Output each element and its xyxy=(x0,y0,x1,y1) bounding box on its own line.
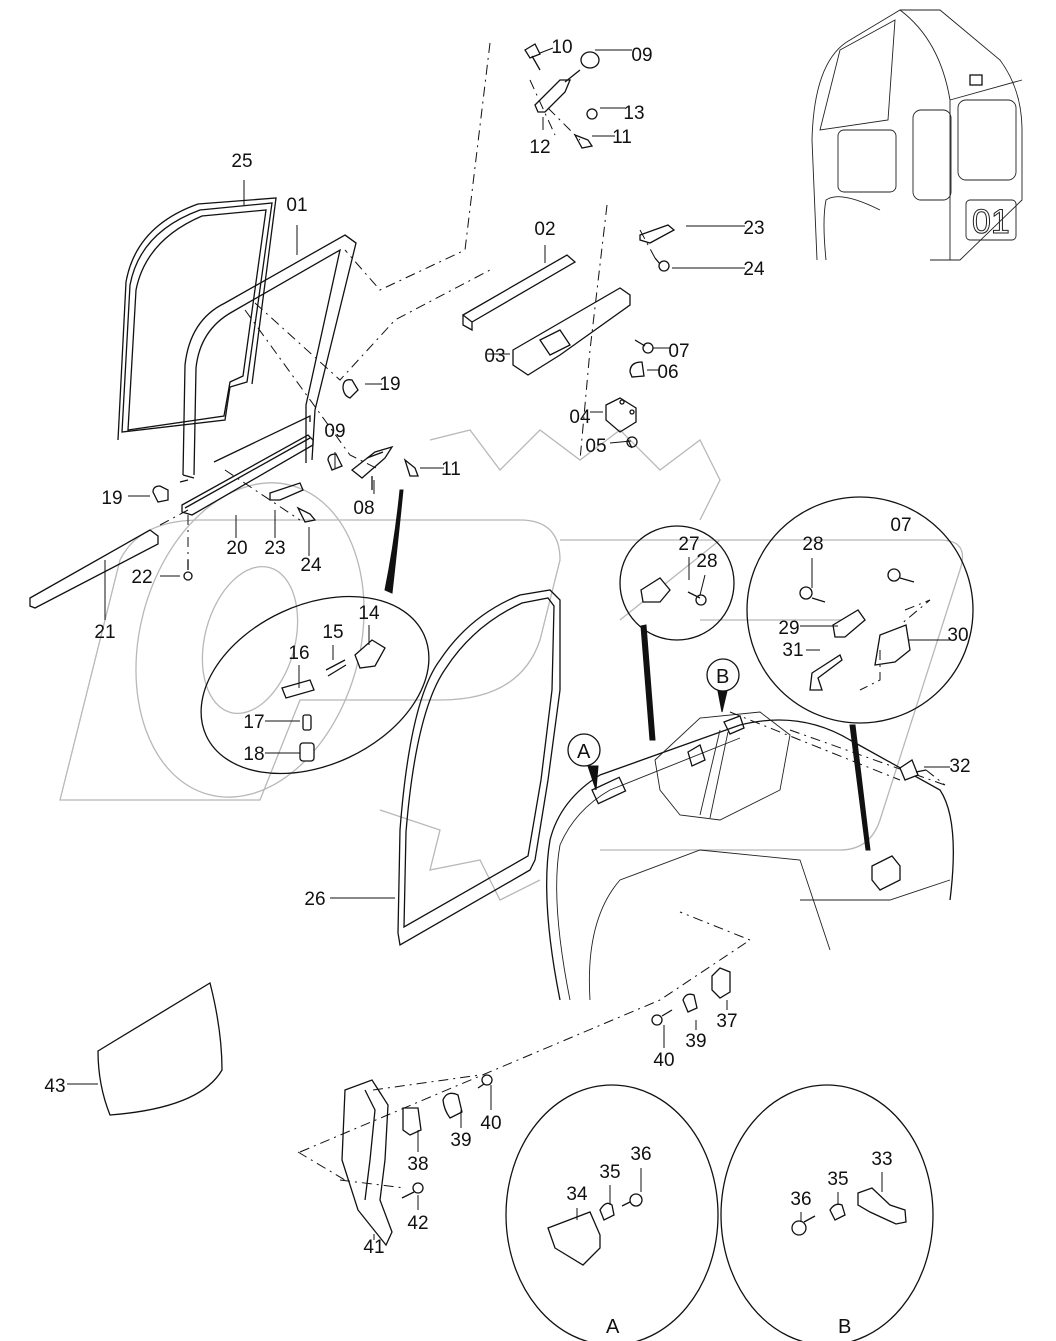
callout-b-letter: B xyxy=(716,666,729,688)
part-label-40: 40 xyxy=(653,1050,674,1071)
hinge-37-assembly xyxy=(651,993,698,1026)
part-label-17: 17 xyxy=(243,712,264,733)
detail-27-28 xyxy=(619,525,735,741)
assembly-lines xyxy=(159,42,946,1189)
part-01-door-frame xyxy=(182,234,357,479)
callout-a: A xyxy=(567,733,601,791)
bolt-07-cap-06 xyxy=(629,339,654,378)
part-label-09: 09 xyxy=(324,421,345,442)
part-label-26: 26 xyxy=(304,889,325,910)
part-label-22: 22 xyxy=(131,567,152,588)
part-label-43: 43 xyxy=(44,1076,65,1097)
part-label-39: 39 xyxy=(685,1031,706,1052)
callout-a-letter: A xyxy=(577,741,591,763)
part-label-06: 06 xyxy=(657,362,678,383)
part-label-36: 36 xyxy=(630,1144,651,1165)
part-label-04: 04 xyxy=(569,407,591,428)
part-label-35: 35 xyxy=(827,1169,848,1190)
hinge-bracket-top xyxy=(524,43,600,149)
part-label-34: 34 xyxy=(566,1184,588,1205)
part-label-37: 37 xyxy=(716,1011,737,1032)
part-label-19: 19 xyxy=(379,374,400,395)
part-label-35: 35 xyxy=(599,1162,620,1183)
rail-assembly xyxy=(461,254,638,449)
part-label-09: 09 xyxy=(631,45,652,66)
cab-body xyxy=(546,711,954,1001)
part-label-28: 28 xyxy=(802,534,823,555)
part-label-42: 42 xyxy=(407,1213,428,1234)
part-25-door-glass xyxy=(117,197,277,441)
part-32-stopper xyxy=(899,759,927,781)
part-label-07: 07 xyxy=(668,341,689,362)
part-26-door-seal xyxy=(397,589,561,947)
part-label-30: 30 xyxy=(947,625,968,646)
detail-lock-pin xyxy=(200,489,430,775)
part-label-12: 12 xyxy=(529,137,550,158)
part-label-33: 33 xyxy=(871,1149,892,1170)
part-label-36: 36 xyxy=(790,1189,811,1210)
part-41-latch xyxy=(341,1074,493,1247)
part-label-02: 02 xyxy=(534,219,555,240)
part-label-24: 24 xyxy=(300,555,322,576)
part-label-38: 38 xyxy=(407,1154,428,1175)
part-labels: 0102030405060707080909101111121314151617… xyxy=(44,37,970,1258)
watermark xyxy=(59,429,964,901)
part-label-08: 08 xyxy=(353,498,374,519)
part-label-03: 03 xyxy=(484,346,505,367)
cab-thumbnail: 01 xyxy=(811,9,1023,261)
part-label-40: 40 xyxy=(480,1113,501,1134)
part-label-10: 10 xyxy=(551,37,572,58)
part-label-05: 05 xyxy=(585,436,606,457)
callout-b: B xyxy=(706,658,740,713)
part-label-20: 20 xyxy=(226,538,247,559)
part-label-27: 27 xyxy=(678,534,699,555)
leader-lines xyxy=(67,47,950,1240)
detail-a-letter: A xyxy=(606,1316,620,1338)
part-label-14: 14 xyxy=(358,603,380,624)
detail-b-letter: B xyxy=(838,1316,851,1338)
part-label-23: 23 xyxy=(743,218,764,239)
part-label-31: 31 xyxy=(782,640,803,661)
part-label-29: 29 xyxy=(778,618,799,639)
lower-rail-assembly xyxy=(29,414,314,609)
part-label-01: 01 xyxy=(286,195,307,216)
part-label-16: 16 xyxy=(288,643,309,664)
part-label-15: 15 xyxy=(322,622,343,643)
part-label-25: 25 xyxy=(231,151,252,172)
part-label-11: 11 xyxy=(612,127,632,148)
part-label-32: 32 xyxy=(949,756,970,777)
part-label-19: 19 xyxy=(101,488,122,509)
part-43-glass xyxy=(97,981,223,1116)
detail-view-a: A xyxy=(505,1084,719,1341)
detail-view-b: B xyxy=(720,1084,934,1341)
bracket-23-top xyxy=(639,224,676,272)
part-label-11: 11 xyxy=(441,459,461,480)
part-label-28: 28 xyxy=(696,551,717,572)
thumbnail-label: 01 xyxy=(972,203,1010,241)
roller-assembly xyxy=(152,379,419,503)
part-label-21: 21 xyxy=(94,622,115,643)
part-label-18: 18 xyxy=(243,744,264,765)
part-label-41: 41 xyxy=(363,1237,384,1258)
part-label-39: 39 xyxy=(450,1130,471,1151)
part-label-24: 24 xyxy=(743,259,765,280)
part-label-23: 23 xyxy=(264,538,285,559)
detail-28-31 xyxy=(746,496,974,851)
part-label-07: 07 xyxy=(890,515,911,536)
part-label-13: 13 xyxy=(623,103,644,124)
